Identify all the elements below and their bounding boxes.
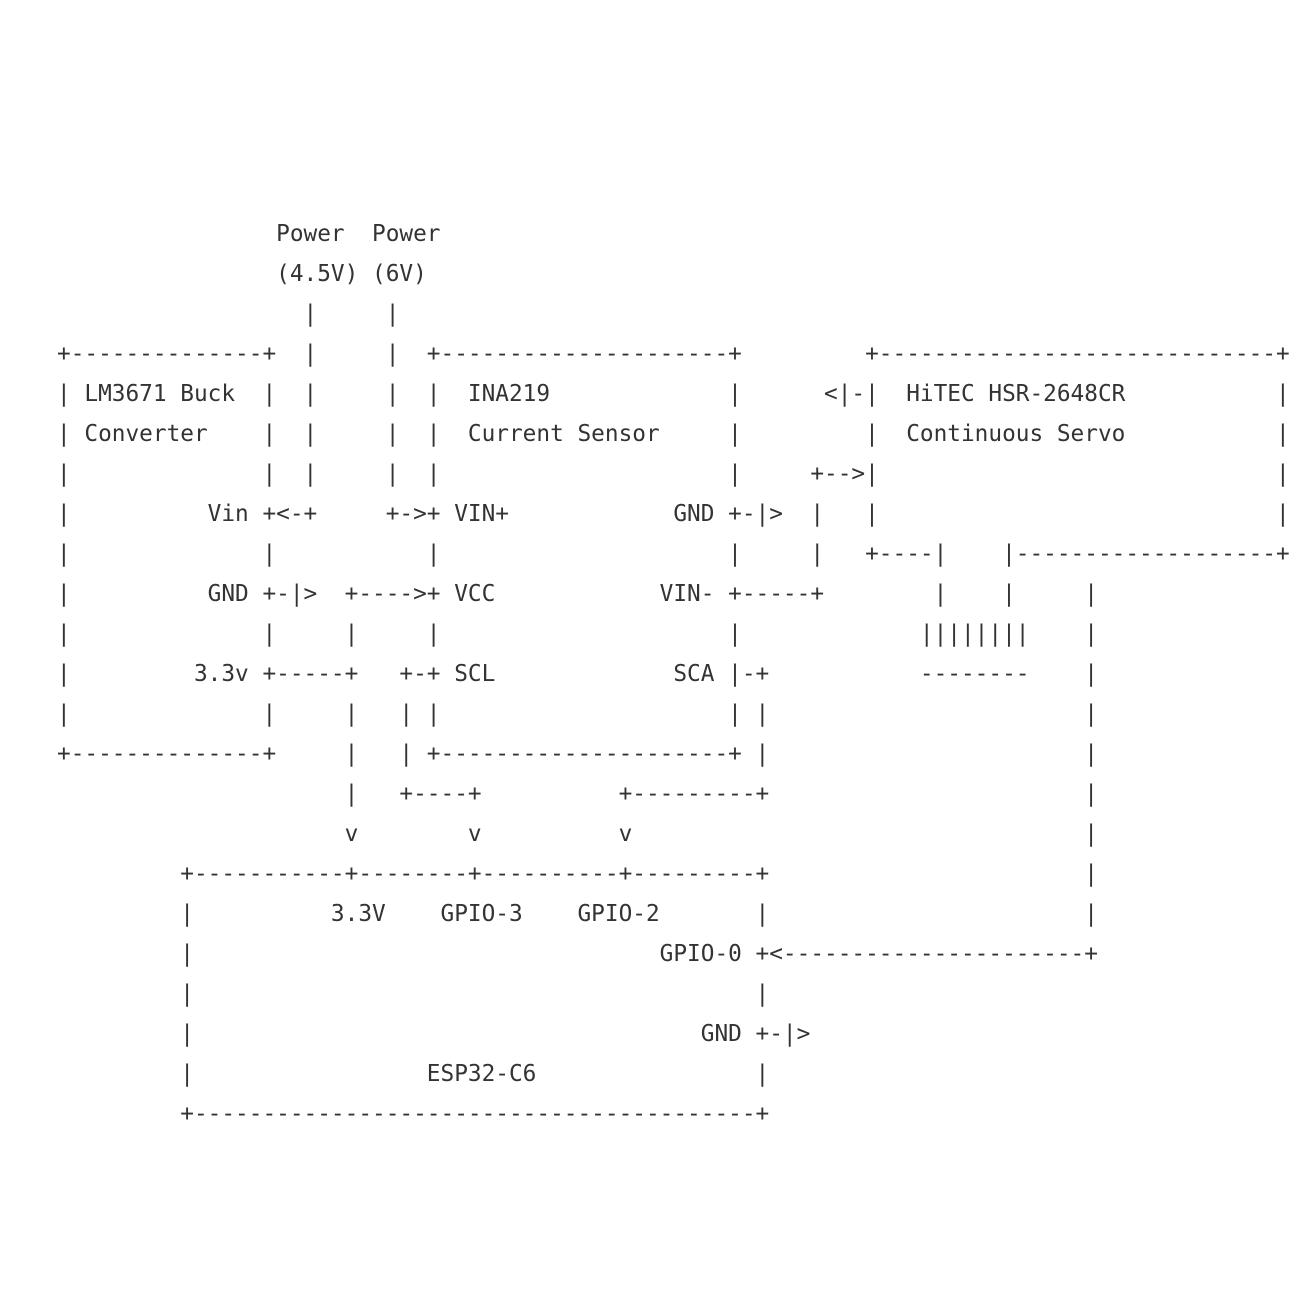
- ascii-wiring-diagram: Power Power (4.5V) (6V) | | +-----------…: [57, 221, 1290, 1127]
